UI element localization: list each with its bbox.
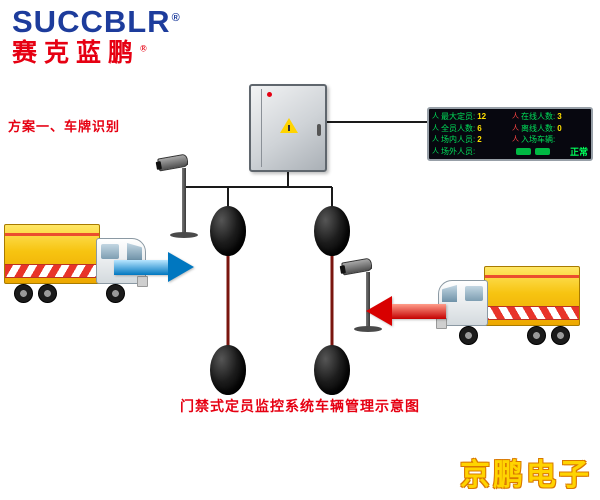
display-value: 2: [477, 135, 482, 145]
person-icon: 人: [432, 147, 439, 155]
beam-sensor-top-left: [210, 206, 246, 256]
cargo-stripe: [5, 233, 99, 236]
signal-wire: [183, 121, 427, 210]
display-indicator-icon: [516, 147, 531, 155]
diagram-caption: 门禁式定员监控系统车辆管理示意图: [180, 398, 420, 414]
display-row: 人 场内人员: 2 人 入场车辆:: [432, 134, 588, 145]
control-box-handle: [317, 124, 321, 136]
arrow-head: [168, 252, 194, 282]
camera-base: [354, 326, 382, 332]
display-cell: 人 场外人员:: [432, 146, 512, 157]
truck-wheel: [551, 326, 570, 345]
person-icon: 人: [432, 113, 439, 120]
brand-logo-text: SUCCBLR®: [12, 6, 181, 37]
display-label: 全员人数:: [441, 123, 476, 133]
display-row: 人 全员人数: 6 人 离线人数: 0: [432, 123, 588, 134]
display-value: 3: [557, 112, 562, 121]
cab-side-window: [101, 244, 119, 259]
display-cell: 人 场内人员: 2: [432, 134, 512, 145]
display-cell: 人 在线人数: 3: [512, 111, 588, 122]
truck-cargo-box: [4, 224, 100, 284]
control-box-door-seam: [261, 89, 262, 167]
truck-bumper: [137, 276, 148, 287]
display-footer-row: 人 场外人员: 正常: [432, 146, 588, 157]
control-box: [249, 84, 327, 172]
warning-icon: [280, 118, 298, 133]
display-value: 0: [557, 123, 562, 133]
display-label: 场内人员:: [441, 135, 476, 145]
status-badge: 正常: [569, 146, 588, 157]
person-icon: 人: [432, 136, 439, 144]
camera-pole: [182, 168, 186, 234]
truck-wheel: [527, 326, 546, 345]
display-label: 离线人数:: [521, 123, 556, 133]
display-cell: 人 离线人数: 0: [512, 123, 588, 134]
truck-right: [436, 266, 580, 348]
left-truck-direction-arrow-icon: [114, 252, 194, 282]
plan-title: 方案一、车牌识别: [8, 119, 121, 134]
cargo-stripe: [485, 275, 579, 278]
person-icon: 人: [512, 113, 519, 120]
truck-wheel: [106, 284, 125, 303]
registered-mark: ®: [171, 11, 181, 24]
arrow-head: [366, 296, 392, 326]
display-label: 在线人数:: [521, 112, 556, 121]
beam-sensor-top-right: [314, 206, 350, 256]
truck-wheel: [38, 284, 57, 303]
beam-sensor-bottom-left: [210, 345, 246, 395]
hazard-stripe-band: [5, 264, 99, 278]
display-label: 场外人员:: [441, 146, 476, 156]
right-truck-direction-arrow-icon: [366, 296, 446, 326]
truck-wheel: [459, 326, 478, 345]
arrow-shaft: [114, 259, 168, 275]
display-cell: 人 入场车辆:: [512, 134, 588, 145]
truck-cargo-box: [484, 266, 580, 326]
cab-windshield: [127, 243, 142, 260]
logo-wordmark: SUCCBLR: [12, 4, 171, 39]
led-display: 人 最大定员: 12 人 在线人数: 3 人 全员人数: 6 人 离线人数: 0: [427, 107, 593, 161]
person-icon: 人: [512, 136, 519, 144]
person-icon: 人: [512, 124, 519, 132]
display-label: 最大定员:: [441, 112, 476, 121]
brand-logo: SUCCBLR® 赛克蓝鹏®: [12, 6, 181, 68]
camera-lens-icon: [155, 161, 162, 170]
hazard-stripe-band: [485, 306, 579, 320]
registered-mark-cn: ®: [140, 43, 147, 54]
brand-logo-chinese: 赛克蓝鹏®: [12, 40, 181, 68]
watermark-text: 京鹏电子: [460, 459, 592, 492]
display-value: 6: [477, 123, 482, 133]
lpr-camera-left: [155, 152, 208, 242]
arrow-shaft: [392, 303, 446, 319]
beam-sensor-bottom-right: [314, 345, 350, 395]
display-indicator-icon: [535, 147, 550, 155]
person-icon: 人: [432, 124, 439, 132]
cab-side-window: [465, 286, 483, 301]
display-value: 12: [477, 112, 487, 121]
logo-chinese-text: 赛克蓝鹏: [12, 40, 141, 67]
truck-wheel: [14, 284, 33, 303]
display-cell: 人 全员人数: 6: [432, 123, 512, 134]
display-cell: 人 最大定员: 12: [432, 111, 512, 122]
camera-base: [170, 232, 198, 238]
camera-lens-icon: [339, 265, 346, 274]
sensor-cable: [226, 254, 334, 347]
display-row: 人 最大定员: 12 人 在线人数: 3: [432, 111, 588, 122]
display-label: 入场车辆:: [521, 135, 556, 145]
power-led-icon: [267, 92, 272, 97]
